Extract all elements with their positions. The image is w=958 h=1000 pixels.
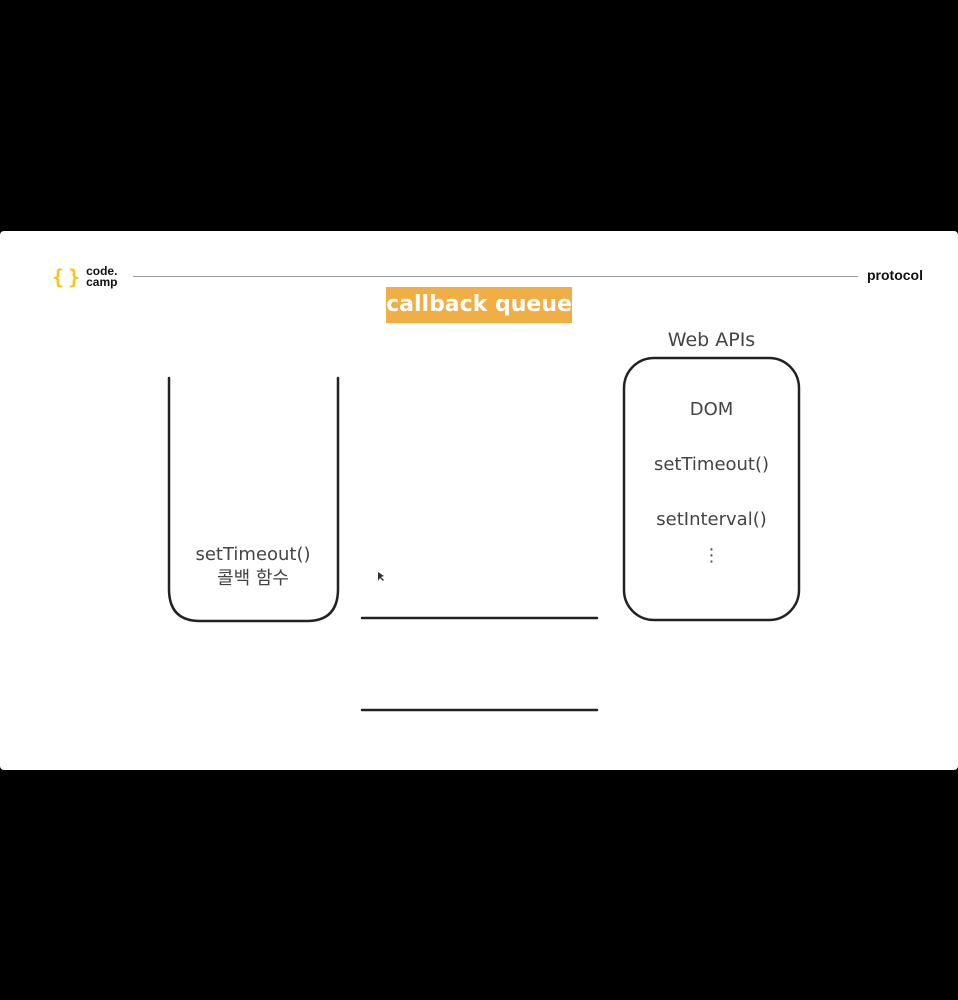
cursor-icon [378, 572, 384, 581]
stack-item-callback: 콜백 함수 [217, 568, 289, 589]
web-api-item-dom: DOM [689, 399, 734, 420]
header-protocol-label: protocol [867, 267, 923, 283]
braces-icon: {} [52, 265, 85, 289]
stack-item-settimeout: setTimeout() [195, 544, 311, 565]
web-apis-container [622, 356, 801, 622]
web-apis-title: Web APIs [667, 329, 756, 351]
logo: {} code. camp [52, 264, 117, 290]
header-divider [133, 276, 858, 277]
diagram-shapes [167, 356, 801, 712]
call-stack-container [167, 376, 340, 623]
callback-queue-title: callback queue [386, 287, 572, 323]
web-api-item-settimeout: setTimeout() [653, 454, 770, 475]
more-dots-icon: ⋮ [702, 545, 721, 566]
logo-text: code. camp [86, 264, 118, 289]
slide: {} code. camp protocol callback queue se… [0, 231, 958, 770]
web-api-item-setinterval: setInterval() [656, 509, 767, 530]
call-stack-content: setTimeout() 콜백 함수 [170, 543, 336, 591]
logo-line-2: camp [86, 275, 118, 289]
logo-line-1: code. [86, 264, 118, 278]
